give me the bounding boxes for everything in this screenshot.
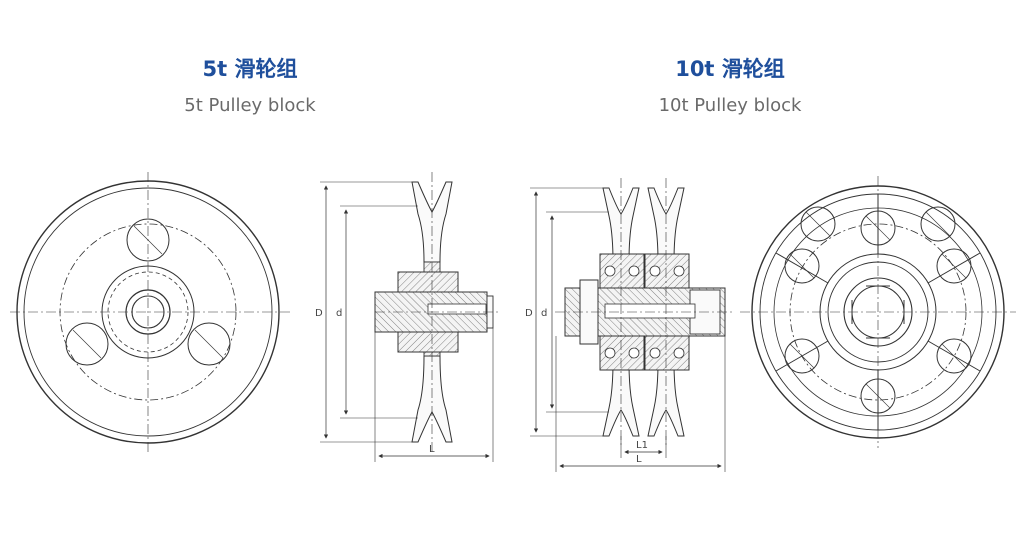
- pulley-5t-front-view: [10, 172, 290, 452]
- pulley-5t-side-section: [320, 172, 500, 462]
- dim-label-D-5t: D: [315, 308, 323, 319]
- title-10t: 10t 滑轮组: [675, 57, 785, 81]
- pulley-10t-side-section: [530, 178, 735, 472]
- subtitle-5t: 5t Pulley block: [184, 95, 316, 116]
- dim-label-d-5t: d: [336, 308, 342, 319]
- dim-label-D-10t: D: [525, 308, 533, 319]
- pulley-10t-front-view: [740, 176, 1016, 448]
- title-5t: 5t 滑轮组: [202, 57, 298, 81]
- dim-label-L-10t: L: [636, 454, 642, 465]
- dim-label-L1-10t: L1: [636, 440, 648, 451]
- dim-label-d-10t: d: [541, 308, 547, 319]
- subtitle-10t: 10t Pulley block: [658, 95, 802, 116]
- dim-label-L-5t: L: [429, 444, 435, 455]
